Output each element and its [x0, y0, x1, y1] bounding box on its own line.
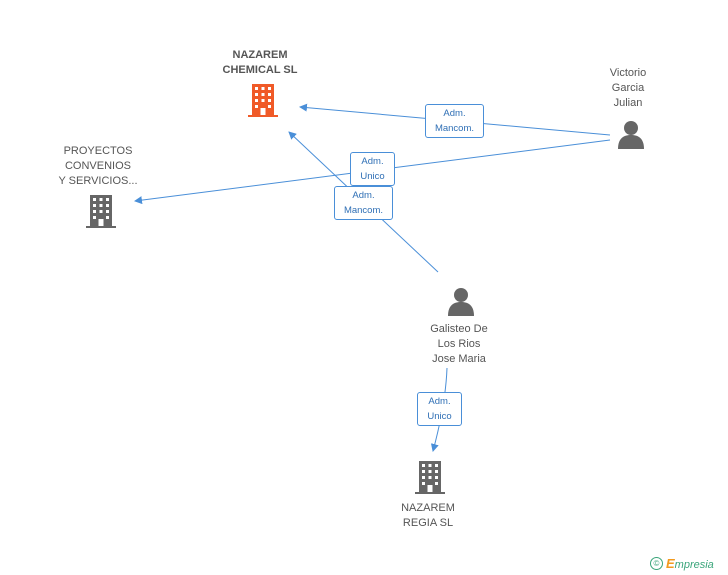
node-label-line: Jose Maria [432, 353, 486, 365]
node-label-line: CHEMICAL SL [222, 64, 298, 76]
brand-logo[interactable]: Empresia [666, 556, 714, 571]
node-label-line: REGIA SL [402, 517, 454, 529]
edge-label-line: Unico [360, 171, 385, 182]
node-label-galisteo[interactable]: Galisteo De Los Rios Jose Maria [413, 322, 505, 367]
node-label-victorio[interactable]: Victorio Garcia Julian [592, 66, 664, 111]
node-label-line: Y SERVICIOS... [58, 175, 138, 187]
person-icon-victorio[interactable] [618, 121, 644, 149]
node-label-nazarem-chemical[interactable]: NAZAREM CHEMICAL SL [214, 48, 306, 78]
node-label-nazarem-regia[interactable]: NAZAREM REGIA SL [388, 501, 468, 531]
edge-label-line: Adm. [428, 396, 451, 407]
brand-name: mpresia [674, 559, 714, 571]
copyright-icon: © [650, 557, 663, 570]
node-label-line: Galisteo De [430, 323, 488, 335]
edge-label-line: Unico [427, 411, 452, 422]
edge-label-line: Adm. [361, 156, 384, 167]
node-label-line: Los Rios [437, 338, 481, 350]
node-label-line: PROYECTOS [63, 145, 133, 157]
node-label-line: CONVENIOS [64, 160, 131, 172]
edge-label-line: Mancom. [434, 123, 475, 134]
person-icon-galisteo[interactable] [448, 288, 474, 316]
node-label-line: NAZAREM [401, 502, 455, 514]
building-icon-proyectos[interactable] [86, 195, 116, 228]
footer-brand: © Empresia [650, 556, 714, 571]
edge-label-line: Adm. [352, 190, 375, 201]
node-label-line: Garcia [611, 82, 645, 94]
node-label-line: Julian [613, 97, 643, 109]
edge-label-line: Mancom. [343, 205, 384, 216]
edge-label-galisteo-chemical[interactable]: Adm. Mancom. [334, 186, 393, 220]
edge-label-victorio-proyectos[interactable]: Adm. Unico [350, 152, 395, 186]
node-label-line: NAZAREM [232, 49, 288, 61]
edge-label-line: Adm. [443, 108, 466, 119]
node-label-proyectos[interactable]: PROYECTOS CONVENIOS Y SERVICIOS... [52, 144, 144, 189]
edge-label-galisteo-regia[interactable]: Adm. Unico [417, 392, 462, 426]
building-icon-nazarem-chemical[interactable] [248, 84, 278, 117]
node-label-line: Victorio [609, 67, 647, 79]
brand-initial: E [666, 556, 675, 571]
edge-label-victorio-chemical[interactable]: Adm. Mancom. [425, 104, 484, 138]
building-icon-nazarem-regia[interactable] [415, 461, 445, 494]
